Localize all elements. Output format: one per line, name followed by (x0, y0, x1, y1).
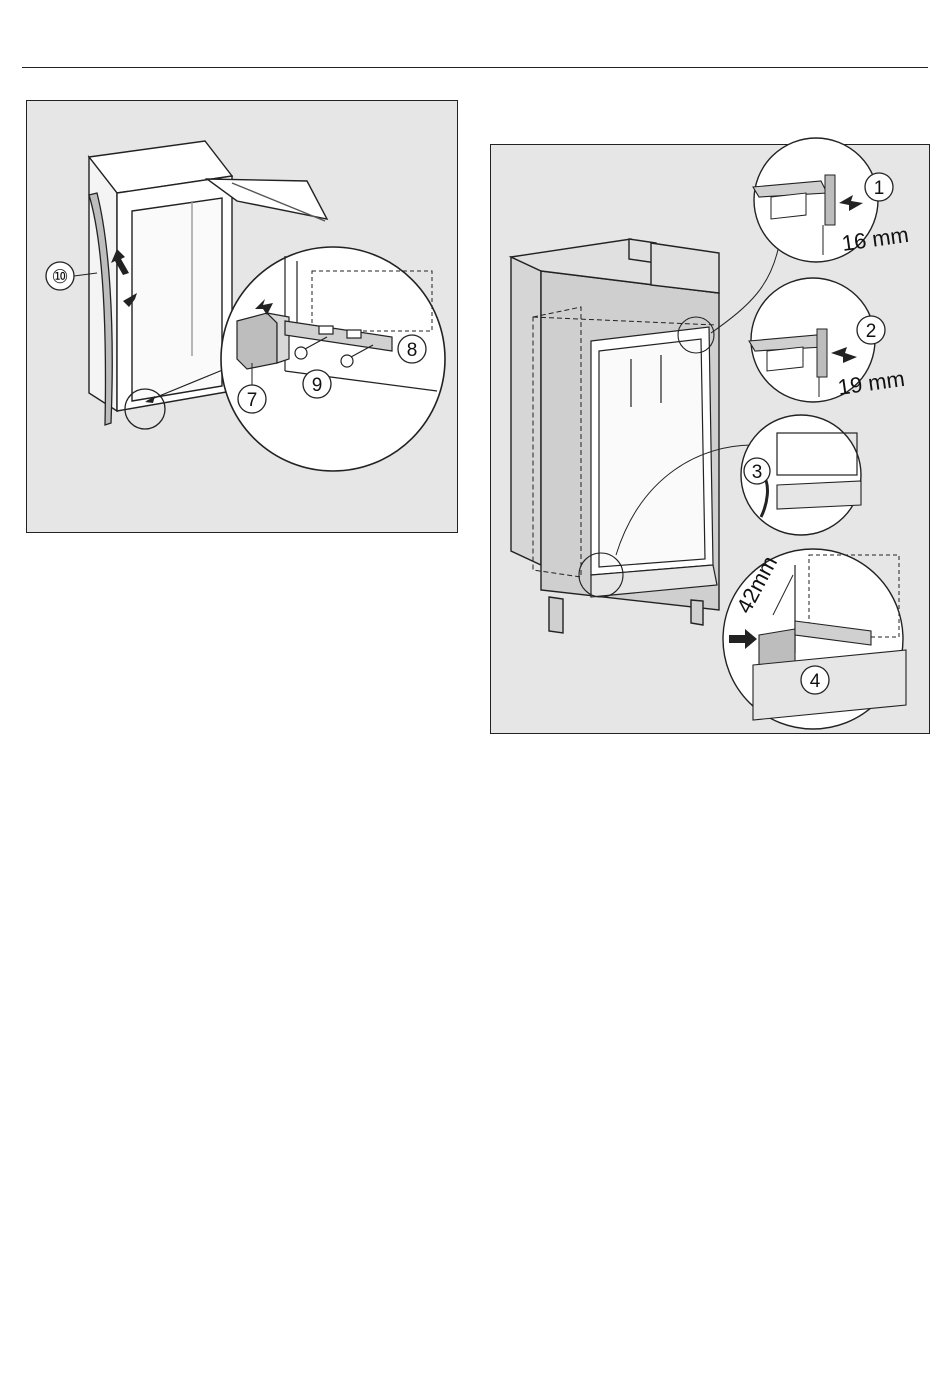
callout-3: 3 (744, 458, 770, 484)
svg-text:7: 7 (247, 390, 258, 411)
callout-8: 8 (398, 335, 426, 363)
left-illustration-panel: ⑩ 7 8 9 (26, 100, 458, 533)
svg-text:1: 1 (874, 178, 885, 199)
appliance-door (591, 327, 717, 597)
right-illustration-panel: 1 2 3 4 16 mm 19 mm 42mm (490, 144, 930, 734)
callout-2: 2 (857, 316, 885, 344)
bracket-part (237, 313, 289, 369)
right-illustration: 1 2 3 4 16 mm 19 mm 42mm (491, 145, 931, 735)
svg-text:8: 8 (407, 340, 418, 361)
svg-text:3: 3 (752, 462, 763, 483)
svg-text:9: 9 (312, 375, 323, 396)
svg-text:4: 4 (810, 671, 821, 692)
callout-4: 4 (801, 666, 829, 694)
svg-text:⑩: ⑩ (51, 267, 68, 288)
callout-9: 9 (303, 370, 331, 398)
svg-text:2: 2 (866, 321, 877, 342)
left-illustration: ⑩ 7 8 9 (27, 101, 459, 534)
callout-1: 1 (865, 173, 893, 201)
header-rule (22, 67, 928, 68)
